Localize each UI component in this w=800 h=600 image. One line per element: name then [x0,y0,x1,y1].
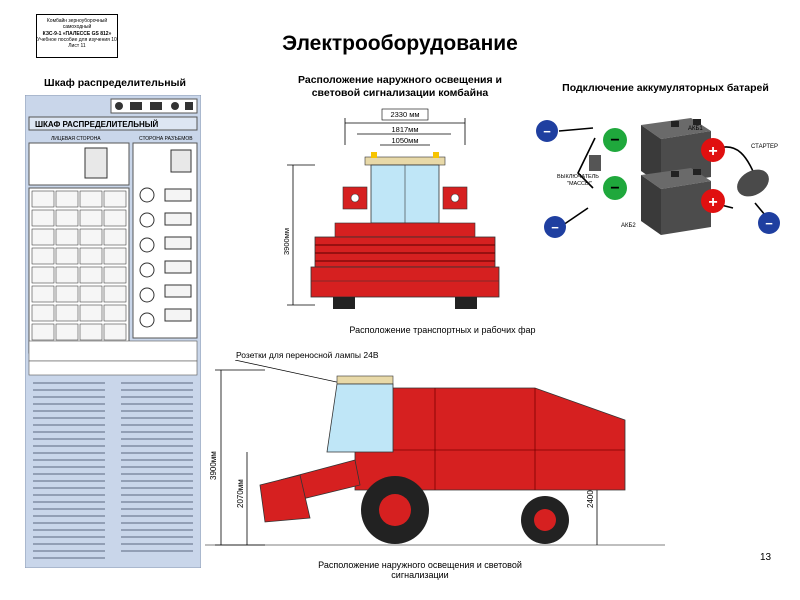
battery-akb2 [641,168,711,235]
dim-2330: 2330 мм [390,110,419,119]
side-view-caption: Расположение наружного освещения и свето… [318,560,522,580]
dim-1050: 1050мм [392,136,419,145]
page-title: Электрооборудование [282,32,518,55]
akb1-plus-sign: + [708,143,717,160]
feeder-housing [334,222,476,238]
mass-switch-label-1: ВЫКЛЮЧАТЕЛЬ [557,174,599,180]
side-header [259,474,311,523]
akb2-label: АКБ2 [621,223,636,229]
cabinet-panel-title: ШКАФ РАСПРЕДЕЛИТЕЛЬНЫЙ [35,120,159,129]
akb1-positive-terminal [701,138,725,162]
dim-2400: 2400мм [586,479,595,508]
akb2-positive-terminal [701,189,725,213]
akb2-negative-terminal [603,176,627,200]
stamp-line-3: КЗС-9-1 «ПАЛЕССЕ GS 812» [42,30,112,37]
page-number: 13 [760,552,772,563]
side-cab-roof [336,375,394,385]
front-view-caption: Расположение транспортных и рабочих фар [349,325,536,335]
starter-label: СТАРТЕР [751,144,778,150]
stamp-line-2: самоходный [62,24,92,31]
reel [314,236,496,268]
fuse-relay-grid [28,187,130,354]
header-platform [310,266,500,298]
ground-top-sign: − [543,124,551,139]
front-wheel-hub [379,494,411,526]
lighting-heading: Расположение наружного освещения и свето… [275,74,525,100]
body-panel-lines [355,388,625,490]
front-wheels [333,297,477,309]
connector-a10 [170,149,192,173]
ground-symbol-top [536,120,558,142]
connector-side-label: СТОРОНА РАЗЪЕМОВ [139,136,193,142]
akb1-negative-terminal [603,128,627,152]
ground-symbol-bottom [544,216,566,238]
akb1-minus-sign: − [610,132,619,149]
lower-connector-rows [28,340,198,376]
distribution-cabinet-panel: ШКАФ РАСПРЕДЕЛИТЕЛЬНЫЙ ЛИЦЕВАЯ СТОРОНА С… [25,95,201,568]
combine-body [354,387,626,491]
rear-wheel-hub [534,509,556,531]
mass-switch-label-2: "МАССЫ" [567,181,592,187]
ground-symbol-starter [758,212,780,234]
reel-bats [315,244,495,262]
relay-block-a3 [84,147,108,179]
face-side-label: ЛИЦЕВАЯ СТОРОНА [51,136,101,142]
panel-icon-strip [115,102,193,110]
battery-heading: Подключение аккумуляторных батарей [562,82,769,94]
cab-roof [364,156,446,166]
stamp-line-4: Учебное пособие для изучения 10 плакатов [37,36,117,43]
stamp-line-5: Лист 11 [68,43,86,50]
stamp-line-1: Комбайн зерноуборочный [46,18,108,24]
title-stamp: Комбайн зерноуборочный самоходный КЗС-9-… [36,14,118,58]
ground-starter-sign: − [765,216,773,231]
lighting-heading-line-1: Расположение наружного освещения и [297,74,502,86]
cabinet-heading: Шкаф распределительный [44,77,186,89]
battery-connection-diagram: − − − АКБ1 АКБ2 − + − + ВЫКЛЮЧАТЕЛЬ "МАС… [536,118,780,238]
akb2-minus-sign: − [610,180,619,197]
lighting-heading-line-2: световой сигнализации комбайна [311,87,489,99]
dim-1817: 1817мм [392,125,419,134]
legend-text-block [33,382,193,559]
work-lights-front [350,193,460,203]
side-cab-glass [326,383,394,453]
starter-motor [737,169,769,197]
dim-3900-side: 3900мм [209,451,218,480]
face-side-frame [28,142,130,186]
roof-beacons [371,152,439,158]
combine-front-view: 2330 мм 1817мм 1050мм 3900мм [282,108,500,309]
mass-switch [589,155,601,171]
ground-bottom-sign: − [551,220,559,235]
dim-3900-front: 3900мм [282,228,291,255]
akb2-plus-sign: + [708,194,717,211]
akb1-label: АКБ1 [688,126,703,132]
combine-side-view: 3900мм 2070мм 2400мм [205,360,665,546]
dim-2070: 2070мм [236,479,245,508]
socket-label: Розетки для переносной лампы 24В [236,350,379,360]
